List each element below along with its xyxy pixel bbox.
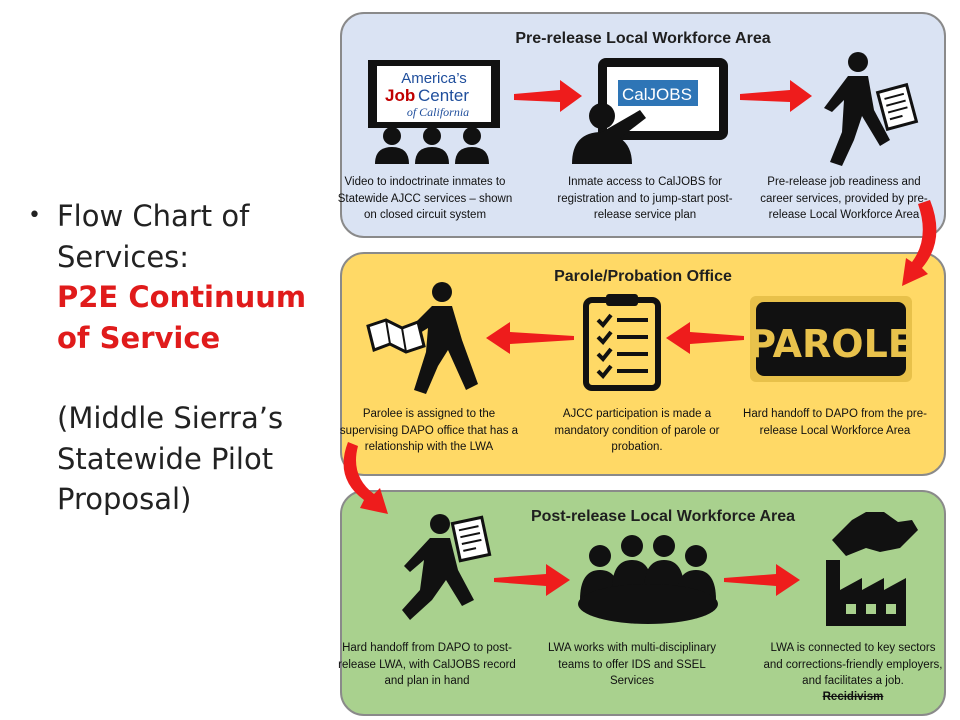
ajcc-video-icon: America’s Job Center of California xyxy=(368,60,500,164)
flow-arrow-5 xyxy=(494,564,570,596)
bullet-dot: • xyxy=(28,203,41,228)
flow-arrow-4 xyxy=(486,322,574,354)
pre-caption-1: Video to indoctrinate inmates to Statewi… xyxy=(337,176,513,221)
bullet-text: Flow Chart of Services: P2E Continuum of… xyxy=(57,196,328,520)
pre-caption-2: Inmate access to CalJOBS for registratio… xyxy=(557,176,733,221)
curved-arrow-left xyxy=(343,442,388,514)
ajcc-logo-job: Job xyxy=(385,86,415,105)
parole-caption-2: AJCC participation is made a mandatory c… xyxy=(554,408,720,453)
flow-arrow-1 xyxy=(514,80,582,112)
flow-arrow-6 xyxy=(724,564,800,596)
flow-arrow-3 xyxy=(666,322,744,354)
flow-arrow-2 xyxy=(740,80,812,112)
ajcc-logo-line1: America’s xyxy=(401,70,467,87)
factory-handshake-icon xyxy=(826,512,918,626)
ajcc-logo-line3: of California xyxy=(407,105,469,119)
walking-person-document-icon xyxy=(824,52,919,166)
post-caption-3: LWA is connected to key sectors and corr… xyxy=(763,642,943,687)
curved-arrow-right xyxy=(902,200,937,286)
post-caption-3-strike: Recidivism xyxy=(822,691,884,703)
bullet-note-2: Statewide Pilot xyxy=(57,441,274,476)
post-release-title: Post-release Local Workforce Area xyxy=(530,508,796,525)
bullet-highlight-1: P2E Continuum xyxy=(57,280,307,314)
ajcc-logo-center: Center xyxy=(418,86,469,105)
post-caption-1: Hard handoff from DAPO to post-release L… xyxy=(338,642,516,687)
bullet-highlight-2: of Service xyxy=(57,320,221,355)
pre-caption-3: Pre-release job readiness and career ser… xyxy=(760,176,928,221)
running-person-document-icon xyxy=(402,514,492,620)
parole-caption-3: Hard handoff to DAPO from the pre-releas… xyxy=(743,408,927,437)
bullet-note-1: (Middle Sierra’s xyxy=(57,401,284,435)
parole-badge-text: PAROLE xyxy=(748,322,914,366)
bullet-line-2: Services: xyxy=(57,239,190,274)
parole-title: Parole/Probation Office xyxy=(554,268,732,285)
walking-person-map-icon xyxy=(366,282,478,394)
checklist-icon xyxy=(583,294,661,391)
caljobs-presenter-icon: CalJOBS xyxy=(572,58,728,164)
parole-badge-icon: PAROLE xyxy=(748,296,914,382)
team-meeting-icon xyxy=(578,535,718,624)
caljobs-logo: CalJOBS xyxy=(622,85,692,104)
pre-release-title: Pre-release Local Workforce Area xyxy=(515,30,771,47)
post-caption-2: LWA works with multi-disciplinary teams … xyxy=(547,642,717,687)
parole-caption-1: Parolee is assigned to the supervising D… xyxy=(339,408,519,453)
bullet-list: • Flow Chart of Services: P2E Continuum … xyxy=(28,196,328,520)
bullet-note-3: Proposal) xyxy=(57,482,192,516)
bullet-line-1: Flow Chart of xyxy=(57,199,250,233)
